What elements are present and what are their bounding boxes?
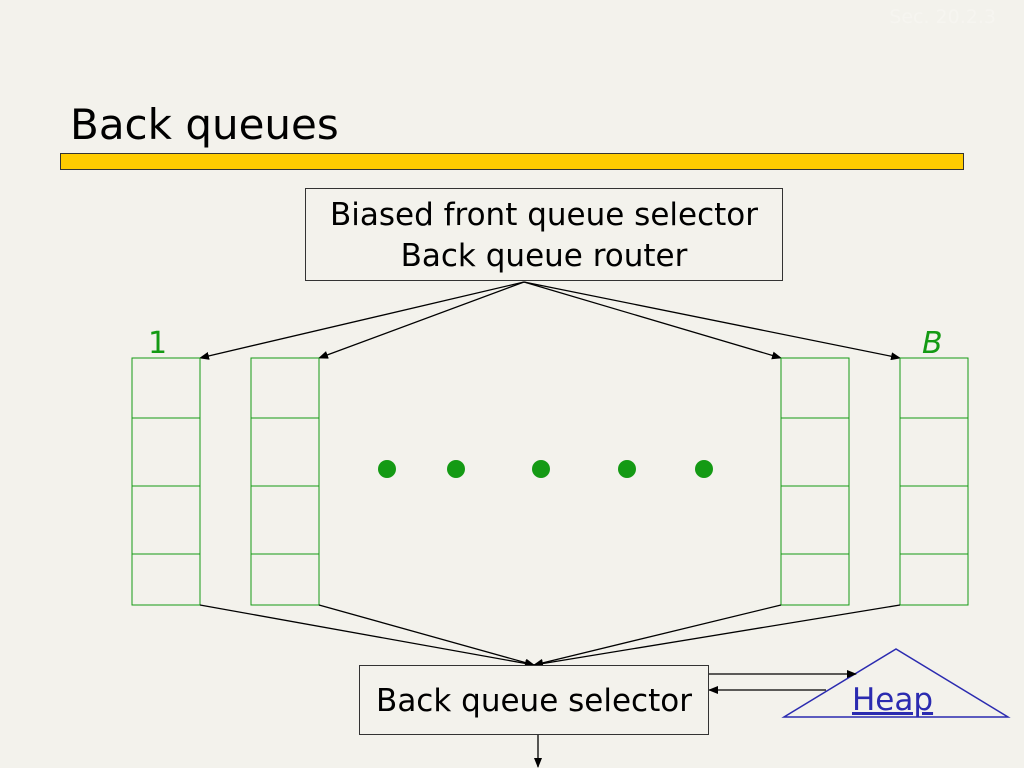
ellipsis-dot bbox=[695, 460, 713, 478]
queue-3-to-selector-arrow bbox=[533, 604, 782, 667]
router-to-queue-1-arrow bbox=[199, 281, 525, 360]
slide-title: Back queues bbox=[70, 100, 339, 149]
ellipsis-dot bbox=[447, 460, 465, 478]
heap-label: Heap bbox=[852, 682, 934, 718]
router-to-queue-2-arrow bbox=[318, 281, 525, 359]
first-queue-label: 1 bbox=[148, 326, 168, 361]
ellipsis-dot bbox=[378, 460, 396, 478]
title-underline-bar bbox=[60, 153, 964, 170]
back-queue-3 bbox=[780, 357, 850, 606]
router-line-2: Back queue router bbox=[400, 238, 688, 274]
ellipsis-dot bbox=[532, 460, 550, 478]
section-reference: Sec. 20.2.3 bbox=[889, 6, 996, 28]
back-queue-2 bbox=[250, 357, 320, 606]
front-queue-selector-router-box: Biased front queue selector Back queue r… bbox=[305, 188, 783, 281]
router-line-1: Biased front queue selector bbox=[329, 197, 759, 233]
queue-2-to-selector-arrow bbox=[318, 604, 535, 667]
ellipsis-dot bbox=[618, 460, 636, 478]
router-to-queue-4-arrow bbox=[523, 281, 901, 361]
heap-triangle bbox=[781, 648, 1011, 718]
last-queue-label: B bbox=[922, 326, 943, 361]
back-queue-1 bbox=[131, 357, 201, 606]
queue-1-to-selector-arrow bbox=[199, 604, 535, 668]
router-to-queue-3-arrow bbox=[523, 281, 782, 360]
back-queue-selector-box: Back queue selector bbox=[359, 665, 709, 735]
ellipsis-dots bbox=[378, 460, 713, 478]
queue-4-to-selector-arrow bbox=[533, 604, 901, 668]
back-queue-4 bbox=[899, 357, 969, 606]
